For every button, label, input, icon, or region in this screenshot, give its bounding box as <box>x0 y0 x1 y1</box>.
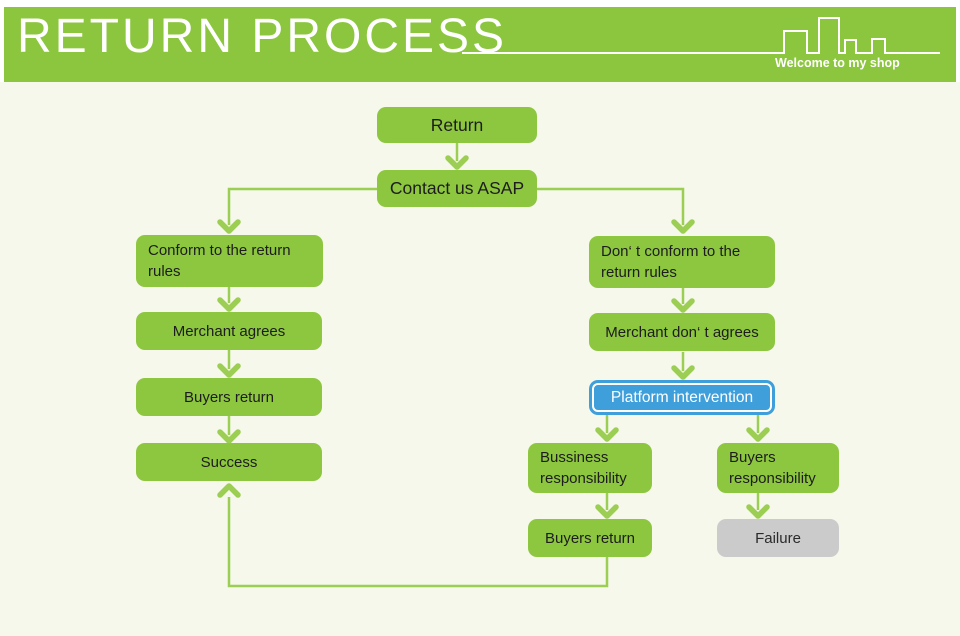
node-contact-us-asap: Contact us ASAP <box>377 170 537 207</box>
node-buyers-return-left: Buyers return <box>136 378 322 416</box>
arrowhead-down <box>217 219 241 234</box>
node-merchant-agrees: Merchant agrees <box>136 312 322 350</box>
city-skyline-icon <box>462 17 940 54</box>
arrowhead-down <box>671 365 695 380</box>
header-tagline: Welcome to my shop <box>775 56 900 70</box>
arrowhead-down <box>595 427 619 442</box>
page-title: RETURN PROCESS <box>17 10 508 63</box>
header-banner: RETURN PROCESS Welcome to my shop <box>4 7 956 82</box>
arrowhead-down <box>746 427 770 442</box>
node-dont-conform-to-return-rules: Don‘ t conform to the return rules <box>589 236 775 288</box>
arrowhead-down <box>217 297 241 312</box>
node-conform-to-return-rules: Conform to the return rules <box>136 235 323 287</box>
arrowhead-down <box>671 298 695 313</box>
arrowhead-down <box>746 504 770 519</box>
node-return: Return <box>377 107 537 143</box>
node-failure: Failure <box>717 519 839 557</box>
arrowhead-down <box>595 504 619 519</box>
arrowhead-down <box>445 155 469 170</box>
node-business-responsibility: Bussiness responsibility <box>528 443 652 493</box>
arrowhead-up <box>217 483 241 498</box>
arrowhead-down <box>217 363 241 378</box>
node-platform-intervention: Platform intervention <box>589 380 775 415</box>
node-buyers-return-right: Buyers return <box>528 519 652 557</box>
node-success: Success <box>136 443 322 481</box>
node-merchant-dont-agrees: Merchant don‘ t agrees <box>589 313 775 351</box>
node-buyers-responsibility: Buyers responsibility <box>717 443 839 493</box>
arrowhead-down <box>671 219 695 234</box>
arrowhead-down <box>217 429 241 444</box>
